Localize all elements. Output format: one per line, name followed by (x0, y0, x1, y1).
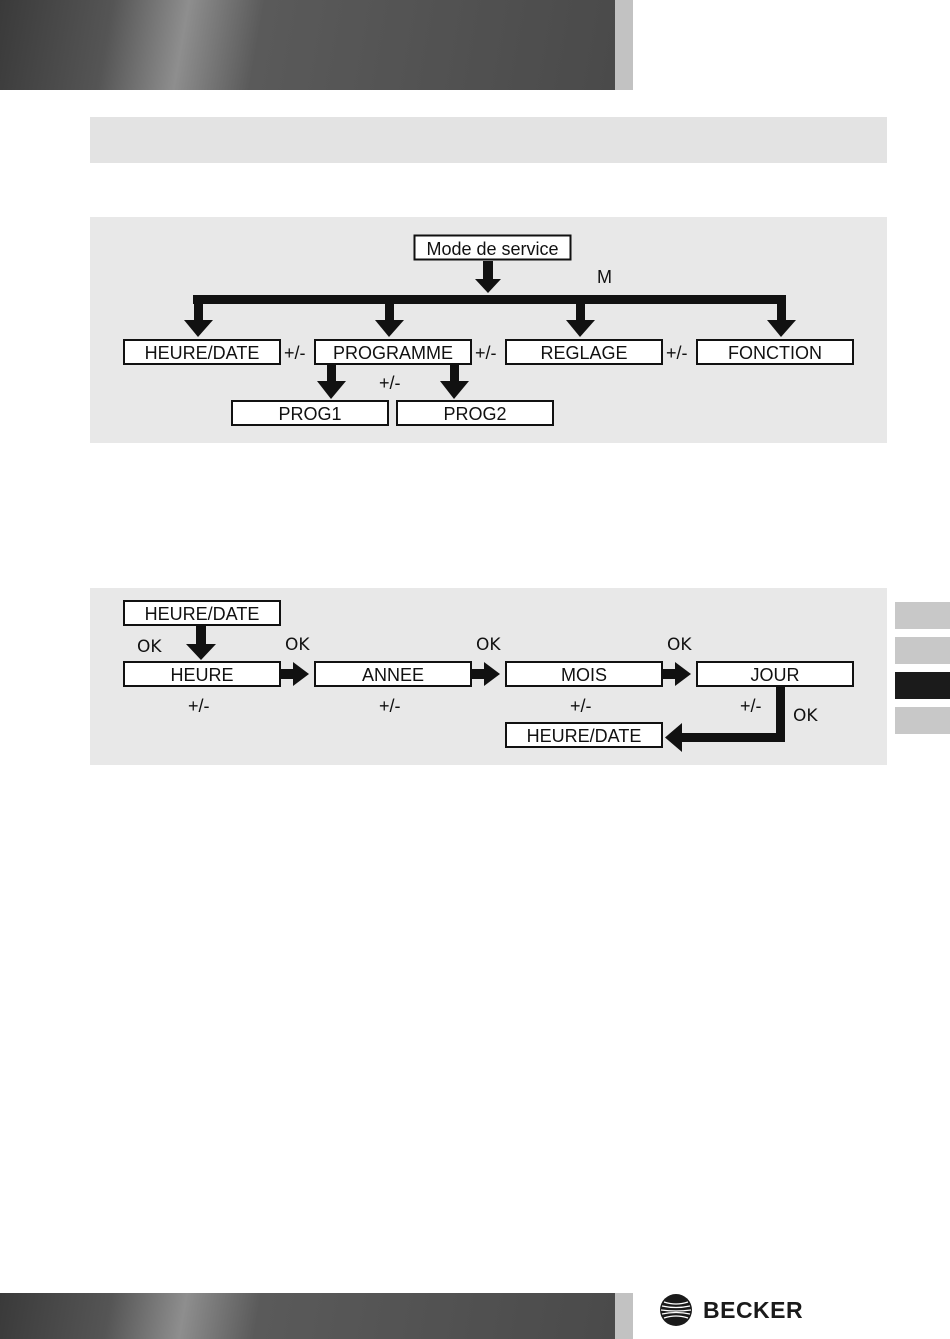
heure-date-diagram: HEURE/DATE OK OK OK OK HEURE ANNEE MOIS … (90, 588, 887, 765)
header-band (0, 0, 615, 90)
step-label-mois: MOIS (561, 665, 607, 685)
down-arrow-icon (767, 320, 796, 337)
down-arrow-icon (475, 261, 501, 293)
brand-name: BECKER (703, 1297, 803, 1324)
footer-band-edge (615, 1293, 633, 1339)
end-label-heure-date: HEURE/DATE (527, 726, 642, 746)
down-arrow-icon (317, 381, 346, 399)
step-label-annee: ANNEE (362, 665, 424, 685)
menu-label-programme: PROGRAMME (333, 343, 453, 363)
ok-label: OK (667, 635, 692, 655)
right-arrow-icon (484, 662, 500, 686)
header-band-edge (615, 0, 633, 90)
service-mode-diagram: Mode de service M HEURE/DATE +/- PROGRAM… (90, 217, 887, 443)
pm-label: +/- (284, 343, 306, 363)
pm-label: +/- (475, 343, 497, 363)
pm-label: +/- (379, 696, 401, 716)
right-arrow-icon (293, 662, 309, 686)
down-arrow-icon (566, 320, 595, 337)
m-key-label: M (597, 267, 612, 287)
pm-label: +/- (666, 343, 688, 363)
section-tab-1[interactable] (895, 602, 950, 629)
section-tabs (895, 602, 950, 742)
branch-bus (193, 295, 785, 304)
ok-label: OK (285, 635, 310, 655)
sub-label-prog2: PROG2 (443, 404, 506, 424)
down-arrow-icon (440, 381, 469, 399)
service-mode-flow: Mode de service M HEURE/DATE +/- PROGRAM… (90, 217, 887, 443)
menu-label-reglage: REGLAGE (540, 343, 627, 363)
down-arrow-icon (186, 626, 216, 660)
section-tab-2[interactable] (895, 637, 950, 664)
step-label-jour: JOUR (751, 665, 800, 685)
section-tab-4[interactable] (895, 707, 950, 734)
down-arrow-icon (375, 320, 404, 337)
sub-label-prog1: PROG1 (278, 404, 341, 424)
menu-label-fonction: FONCTION (728, 343, 822, 363)
section-tab-3-active[interactable] (895, 672, 950, 699)
becker-logo: BECKER (659, 1292, 803, 1328)
ok-label: OK (476, 635, 501, 655)
heure-date-flow: HEURE/DATE OK OK OK OK HEURE ANNEE MOIS … (90, 588, 887, 765)
ok-label: OK (137, 637, 162, 657)
return-arrow-icon (665, 687, 785, 752)
pm-label: +/- (570, 696, 592, 716)
step-label-heure: HEURE (170, 665, 233, 685)
menu-label-heure-date: HEURE/DATE (145, 343, 260, 363)
section-title-bar (90, 117, 887, 163)
down-arrow-icon (184, 320, 213, 337)
right-arrow-icon (675, 662, 691, 686)
ok-label: OK (793, 706, 818, 726)
pm-label: +/- (379, 373, 401, 393)
pm-label: +/- (740, 696, 762, 716)
mode-service-label: Mode de service (426, 239, 558, 259)
pm-label: +/- (188, 696, 210, 716)
start-label-heure-date: HEURE/DATE (145, 604, 260, 624)
becker-emblem-icon (659, 1293, 693, 1327)
footer-band (0, 1293, 615, 1339)
